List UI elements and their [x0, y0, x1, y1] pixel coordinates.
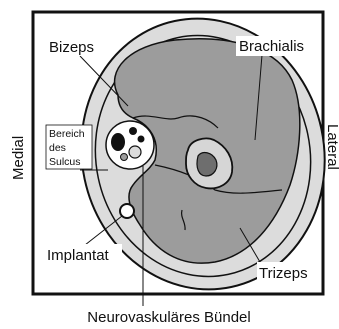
label-bereich-line1: Bereich — [49, 128, 85, 140]
bundle-vessel-large — [111, 133, 125, 151]
bundle-vessel-light — [129, 146, 141, 158]
label-bereich-line3: Sulcus — [49, 156, 81, 168]
bundle-vessel-small-2 — [138, 136, 145, 143]
bundle-vessel-grey — [121, 154, 128, 161]
label-bereich-line2: des — [49, 142, 66, 154]
label-implantat: Implantat — [47, 247, 110, 264]
implant-circle — [120, 204, 134, 218]
label-lateral: Lateral — [324, 124, 339, 170]
label-medial: Medial — [10, 136, 27, 180]
bundle-vessel-small-1 — [129, 127, 137, 135]
humerus-marrow — [197, 153, 217, 176]
label-neurovascular-bundle: Neurovaskuläres Bündel — [87, 309, 250, 326]
label-brachialis: Brachialis — [239, 38, 304, 55]
label-trizeps: Trizeps — [259, 265, 308, 282]
label-bizeps: Bizeps — [49, 39, 94, 56]
